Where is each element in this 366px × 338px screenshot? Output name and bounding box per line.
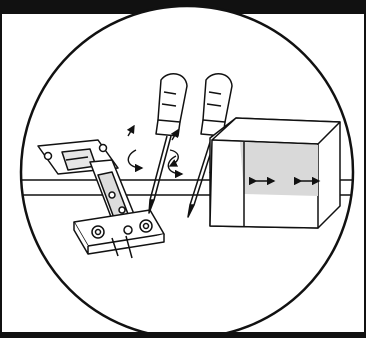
cabinet-box-icon <box>210 118 340 228</box>
bottom-frame-bar <box>0 332 366 338</box>
